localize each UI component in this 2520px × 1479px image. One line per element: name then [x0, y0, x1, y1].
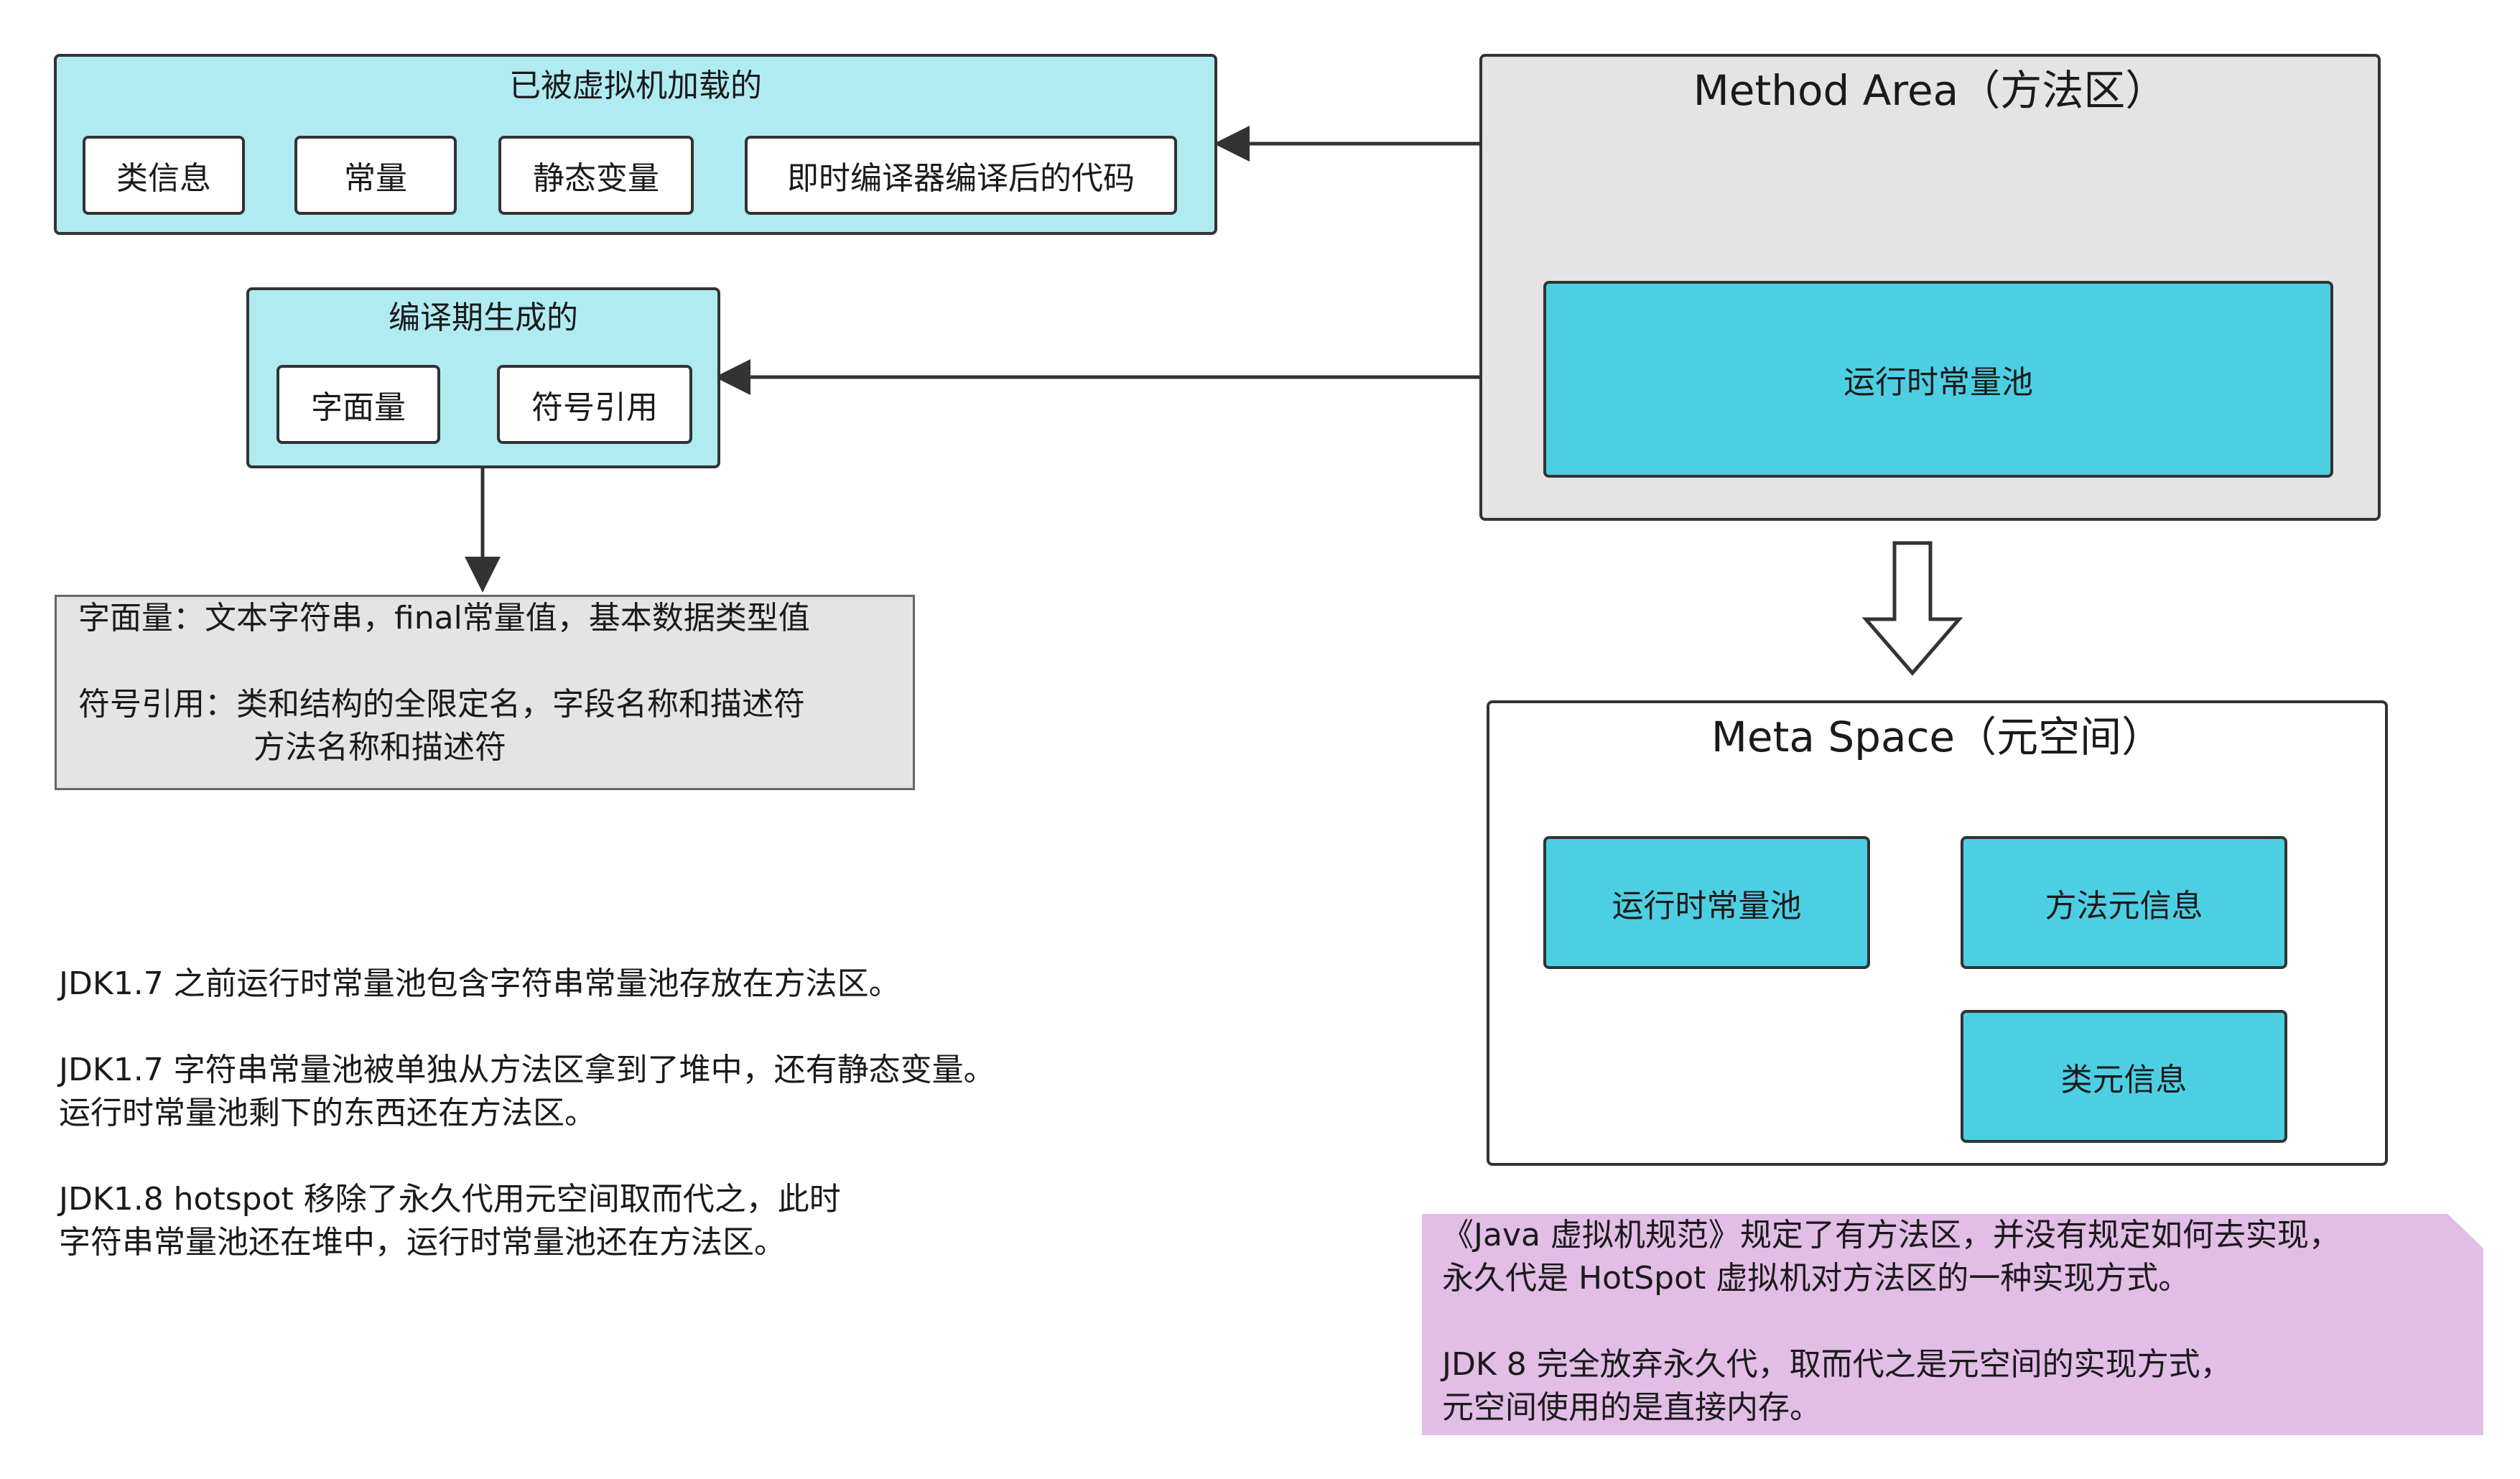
hollow-down-arrow — [1861, 541, 1963, 676]
jdk-note-line-3: JDK1.7 字符串常量池被单独从方法区拿到了堆中，还有静态变量。 — [59, 1052, 995, 1088]
loaded-by-vm-group: 已被虚拟机加载的 类信息 常量 静态变量 即时编译器编译后的代码 — [54, 54, 1217, 235]
method-area: Method Area（方法区） 运行时常量池 — [1479, 54, 2381, 521]
symbolic-reference-box: 符号引用 — [497, 365, 692, 444]
meta-runtime-pool-label: 运行时常量池 — [1612, 887, 1802, 924]
literal-box: 字面量 — [276, 365, 440, 444]
note-line-1: 字面量：文本字符串，final常量值，基本数据类型值 — [78, 600, 810, 636]
jdk-note-line-4: 运行时常量池剩下的东西还在方法区。 — [59, 1095, 596, 1131]
jdk-note-line-5 — [59, 1135, 995, 1178]
method-area-runtime-pool: 运行时常量池 — [1543, 281, 2333, 478]
sticky-line-1: 《Java 虚拟机规范》规定了有方法区，并没有规定如何去实现， — [1442, 1217, 2340, 1253]
jdk-history-notes: JDK1.7 之前运行时常量池包含字符串常量池存放在方法区。 JDK1.7 字符… — [59, 963, 995, 1264]
note-line-3: 符号引用：类和结构的全限定名，字段名称和描述符 — [78, 686, 805, 723]
class-metadata-label: 类元信息 — [2060, 1061, 2187, 1098]
class-info-box: 类信息 — [83, 136, 245, 215]
jdk-note-line-6: JDK1.8 hotspot 移除了永久代用元空间取而代之，此时 — [59, 1181, 841, 1218]
note-line-4: 方法名称和描述符 — [254, 729, 506, 766]
jvm-spec-sticky-note: 《Java 虚拟机规范》规定了有方法区，并没有规定如何去实现， 永久代是 Hot… — [1422, 1214, 2483, 1435]
note-line-2 — [78, 640, 810, 683]
method-area-runtime-pool-label: 运行时常量池 — [1843, 364, 2033, 401]
class-metadata-box: 类元信息 — [1961, 1010, 2287, 1143]
jit-compiled-code-label: 即时编译器编译后的代码 — [787, 160, 1135, 197]
static-variables-label: 静态变量 — [533, 160, 659, 197]
meta-runtime-pool-box: 运行时常量池 — [1543, 836, 1870, 969]
sticky-line-5: 元空间使用的是直接内存。 — [1442, 1389, 1821, 1426]
jdk-note-line-7: 字符串常量池还在堆中，运行时常量池还在方法区。 — [59, 1224, 786, 1261]
static-variables-box: 静态变量 — [498, 136, 694, 215]
literal-note: 字面量：文本字符串，final常量值，基本数据类型值 符号引用：类和结构的全限定… — [55, 595, 915, 790]
jit-compiled-code-box: 即时编译器编译后的代码 — [745, 136, 1177, 215]
loaded-by-vm-title: 已被虚拟机加载的 — [509, 68, 762, 104]
method-metadata-label: 方法元信息 — [2045, 887, 2203, 924]
method-metadata-box: 方法元信息 — [1961, 836, 2287, 969]
meta-space-title: Meta Space（元空间） — [1711, 713, 2164, 761]
class-info-label: 类信息 — [116, 160, 211, 197]
constants-box: 常量 — [294, 136, 457, 215]
sticky-line-3 — [1442, 1300, 2340, 1343]
jdk-note-line-2 — [59, 1006, 995, 1049]
method-area-title: Method Area（方法区） — [1693, 66, 2167, 115]
constants-label: 常量 — [344, 160, 407, 197]
compile-time-group: 编译期生成的 字面量 符号引用 — [246, 287, 720, 468]
sticky-line-4: JDK 8 完全放弃永久代，取而代之是元空间的实现方式， — [1442, 1346, 2232, 1383]
jdk-note-line-1: JDK1.7 之前运行时常量池包含字符串常量池存放在方法区。 — [59, 965, 901, 1002]
literal-label: 字面量 — [311, 389, 406, 426]
sticky-line-2: 永久代是 HotSpot 虚拟机对方法区的一种实现方式。 — [1442, 1260, 2190, 1297]
symbolic-reference-label: 符号引用 — [531, 389, 658, 426]
meta-space: Meta Space（元空间） 运行时常量池 方法元信息 类元信息 — [1487, 700, 2388, 1166]
compile-time-title: 编译期生成的 — [389, 300, 578, 336]
